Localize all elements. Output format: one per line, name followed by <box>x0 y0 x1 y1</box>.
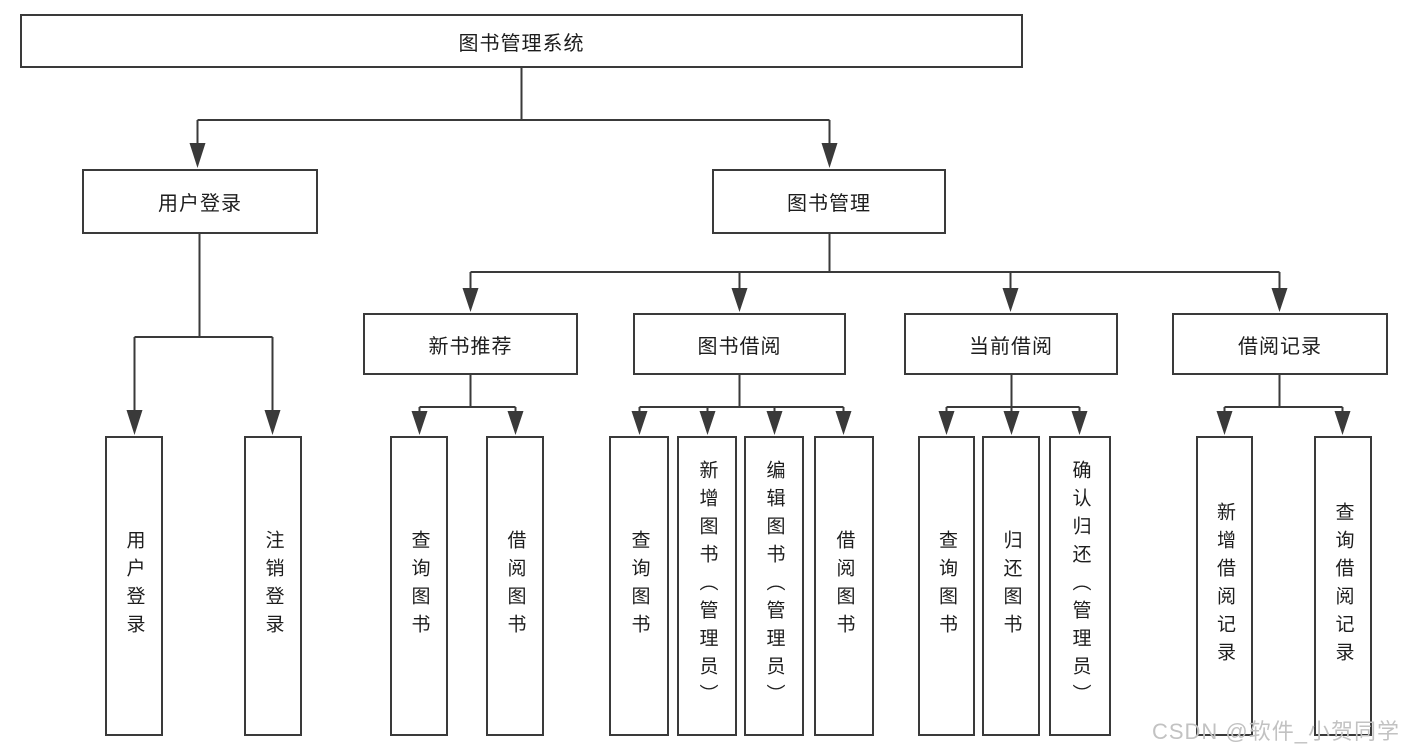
connector-current-borrow-to-leaves <box>938 375 1088 435</box>
node-borrow-record: 借阅记录 <box>1172 313 1388 375</box>
connector-book-borrow-to-leaves <box>631 375 852 435</box>
leaf-confirm-return-admin: 确认归还（管理员） <box>1049 436 1111 736</box>
watermark: CSDN @软件_小贺同学 <box>1151 719 1400 744</box>
leaf-edit-books-admin: 编辑图书（管理员） <box>744 436 804 736</box>
leaf-add-books-admin: 新增图书（管理员） <box>677 436 737 736</box>
node-new-book-recommend: 新书推荐 <box>363 313 578 375</box>
connector-new-book-to-leaves <box>411 375 524 435</box>
leaf-borrow-books-2: 借阅图书 <box>814 436 874 736</box>
connector-book-management-to-level2 <box>462 234 1288 312</box>
leaf-borrow-books-2-label: 借阅图书 <box>833 530 855 642</box>
leaf-confirm-return-admin-label: 确认归还（管理员） <box>1069 460 1091 712</box>
leaf-logout-label: 注销登录 <box>262 530 284 642</box>
node-book-management: 图书管理 <box>712 169 946 234</box>
leaf-query-borrow-record: 查询借阅记录 <box>1314 436 1372 736</box>
leaf-return-books: 归还图书 <box>982 436 1040 736</box>
leaf-user-login: 用户登录 <box>105 436 163 736</box>
leaf-query-borrow-record-label: 查询借阅记录 <box>1332 502 1354 670</box>
node-root-system: 图书管理系统 <box>20 14 1023 68</box>
leaf-query-books-1-label: 查询图书 <box>408 530 430 642</box>
leaf-logout: 注销登录 <box>244 436 302 736</box>
leaf-return-books-label: 归还图书 <box>1000 530 1022 642</box>
leaf-borrow-books-1: 借阅图书 <box>486 436 544 736</box>
node-book-borrow: 图书借阅 <box>633 313 846 375</box>
connector-user-login-to-leaves <box>126 234 281 435</box>
leaf-add-books-admin-label: 新增图书（管理员） <box>696 460 718 712</box>
connector-borrow-record-to-leaves <box>1216 375 1351 435</box>
leaf-query-books-1: 查询图书 <box>390 436 448 736</box>
leaf-borrow-books-1-label: 借阅图书 <box>504 530 526 642</box>
leaf-edit-books-admin-label: 编辑图书（管理员） <box>763 460 785 712</box>
node-current-borrow: 当前借阅 <box>904 313 1118 375</box>
leaf-add-borrow-record-label: 新增借阅记录 <box>1214 502 1235 670</box>
leaf-query-books-2: 查询图书 <box>609 436 669 736</box>
connector-root-to-level1 <box>189 68 838 168</box>
leaf-add-borrow-record: 新增借阅记录 <box>1196 436 1253 736</box>
leaf-user-login-label: 用户登录 <box>123 530 145 642</box>
leaf-query-books-3-label: 查询图书 <box>936 530 957 642</box>
leaf-query-books-2-label: 查询图书 <box>628 530 650 642</box>
node-user-login: 用户登录 <box>82 169 318 234</box>
leaf-query-books-3: 查询图书 <box>918 436 975 736</box>
